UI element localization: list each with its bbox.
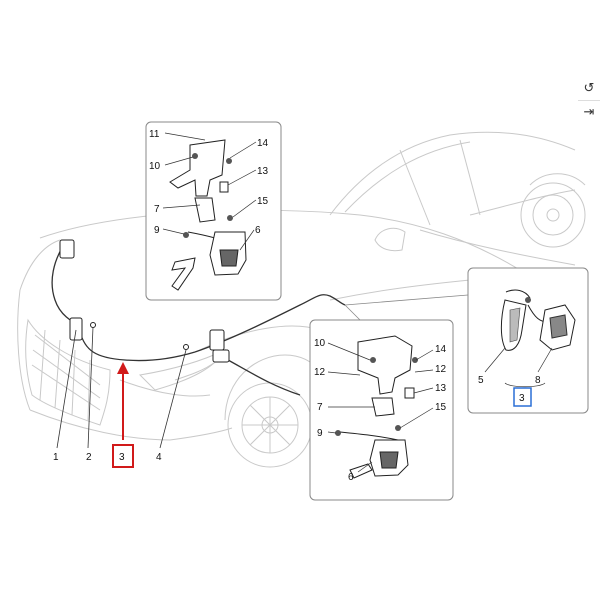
- inset-mid-callout-7: 7: [317, 402, 323, 413]
- inset-top-callout-10: 10: [149, 161, 161, 172]
- callout-3: 3: [119, 452, 125, 463]
- collapse-panel-icon[interactable]: ⇥: [578, 100, 600, 123]
- inset-mid-callout-12-right: 12: [435, 364, 447, 375]
- main-parts: [59, 239, 230, 363]
- inset-right-callout-3-highlight: [513, 387, 532, 407]
- callout-2: 2: [86, 452, 92, 463]
- main-leaders: [56, 326, 187, 449]
- red-arrow: [117, 362, 129, 440]
- inset-top-callout-14: 14: [257, 138, 269, 149]
- inset-mid-callout-12-left: 12: [314, 367, 326, 378]
- inset-mid-callout-14: 14: [435, 344, 447, 355]
- inset-mid-callout-9: 9: [317, 428, 323, 439]
- inset-mid-callout-13: 13: [435, 383, 447, 394]
- inset-top: 11 10 14 13 7 15 9 6: [145, 121, 282, 301]
- inset-right: 5 8 3: [344, 267, 589, 414]
- inset-top-callout-15: 15: [257, 196, 269, 207]
- callout-1: 1: [53, 452, 59, 463]
- inset-top-callout-7: 7: [154, 204, 160, 215]
- inset-top-callout-13: 13: [257, 166, 269, 177]
- callout-3-highlight: [112, 444, 134, 468]
- inset-mid: 10 12 14 12 13 7 15 9 6: [309, 304, 454, 501]
- callout-4: 4: [156, 452, 162, 463]
- inset-top-callout-9: 9: [154, 225, 160, 236]
- inset-right-callout-3: 3: [519, 393, 525, 404]
- inset-right-callout-5: 5: [478, 375, 484, 386]
- inset-mid-callout-10: 10: [314, 338, 326, 349]
- inset-right-callout-8: 8: [535, 375, 541, 386]
- reset-view-icon[interactable]: ↺: [578, 77, 600, 99]
- inset-mid-callout-6: 6: [348, 472, 354, 483]
- inset-top-callout-11: 11: [149, 129, 160, 140]
- inset-top-callout-6: 6: [255, 225, 261, 236]
- inset-mid-callout-15: 15: [435, 402, 447, 413]
